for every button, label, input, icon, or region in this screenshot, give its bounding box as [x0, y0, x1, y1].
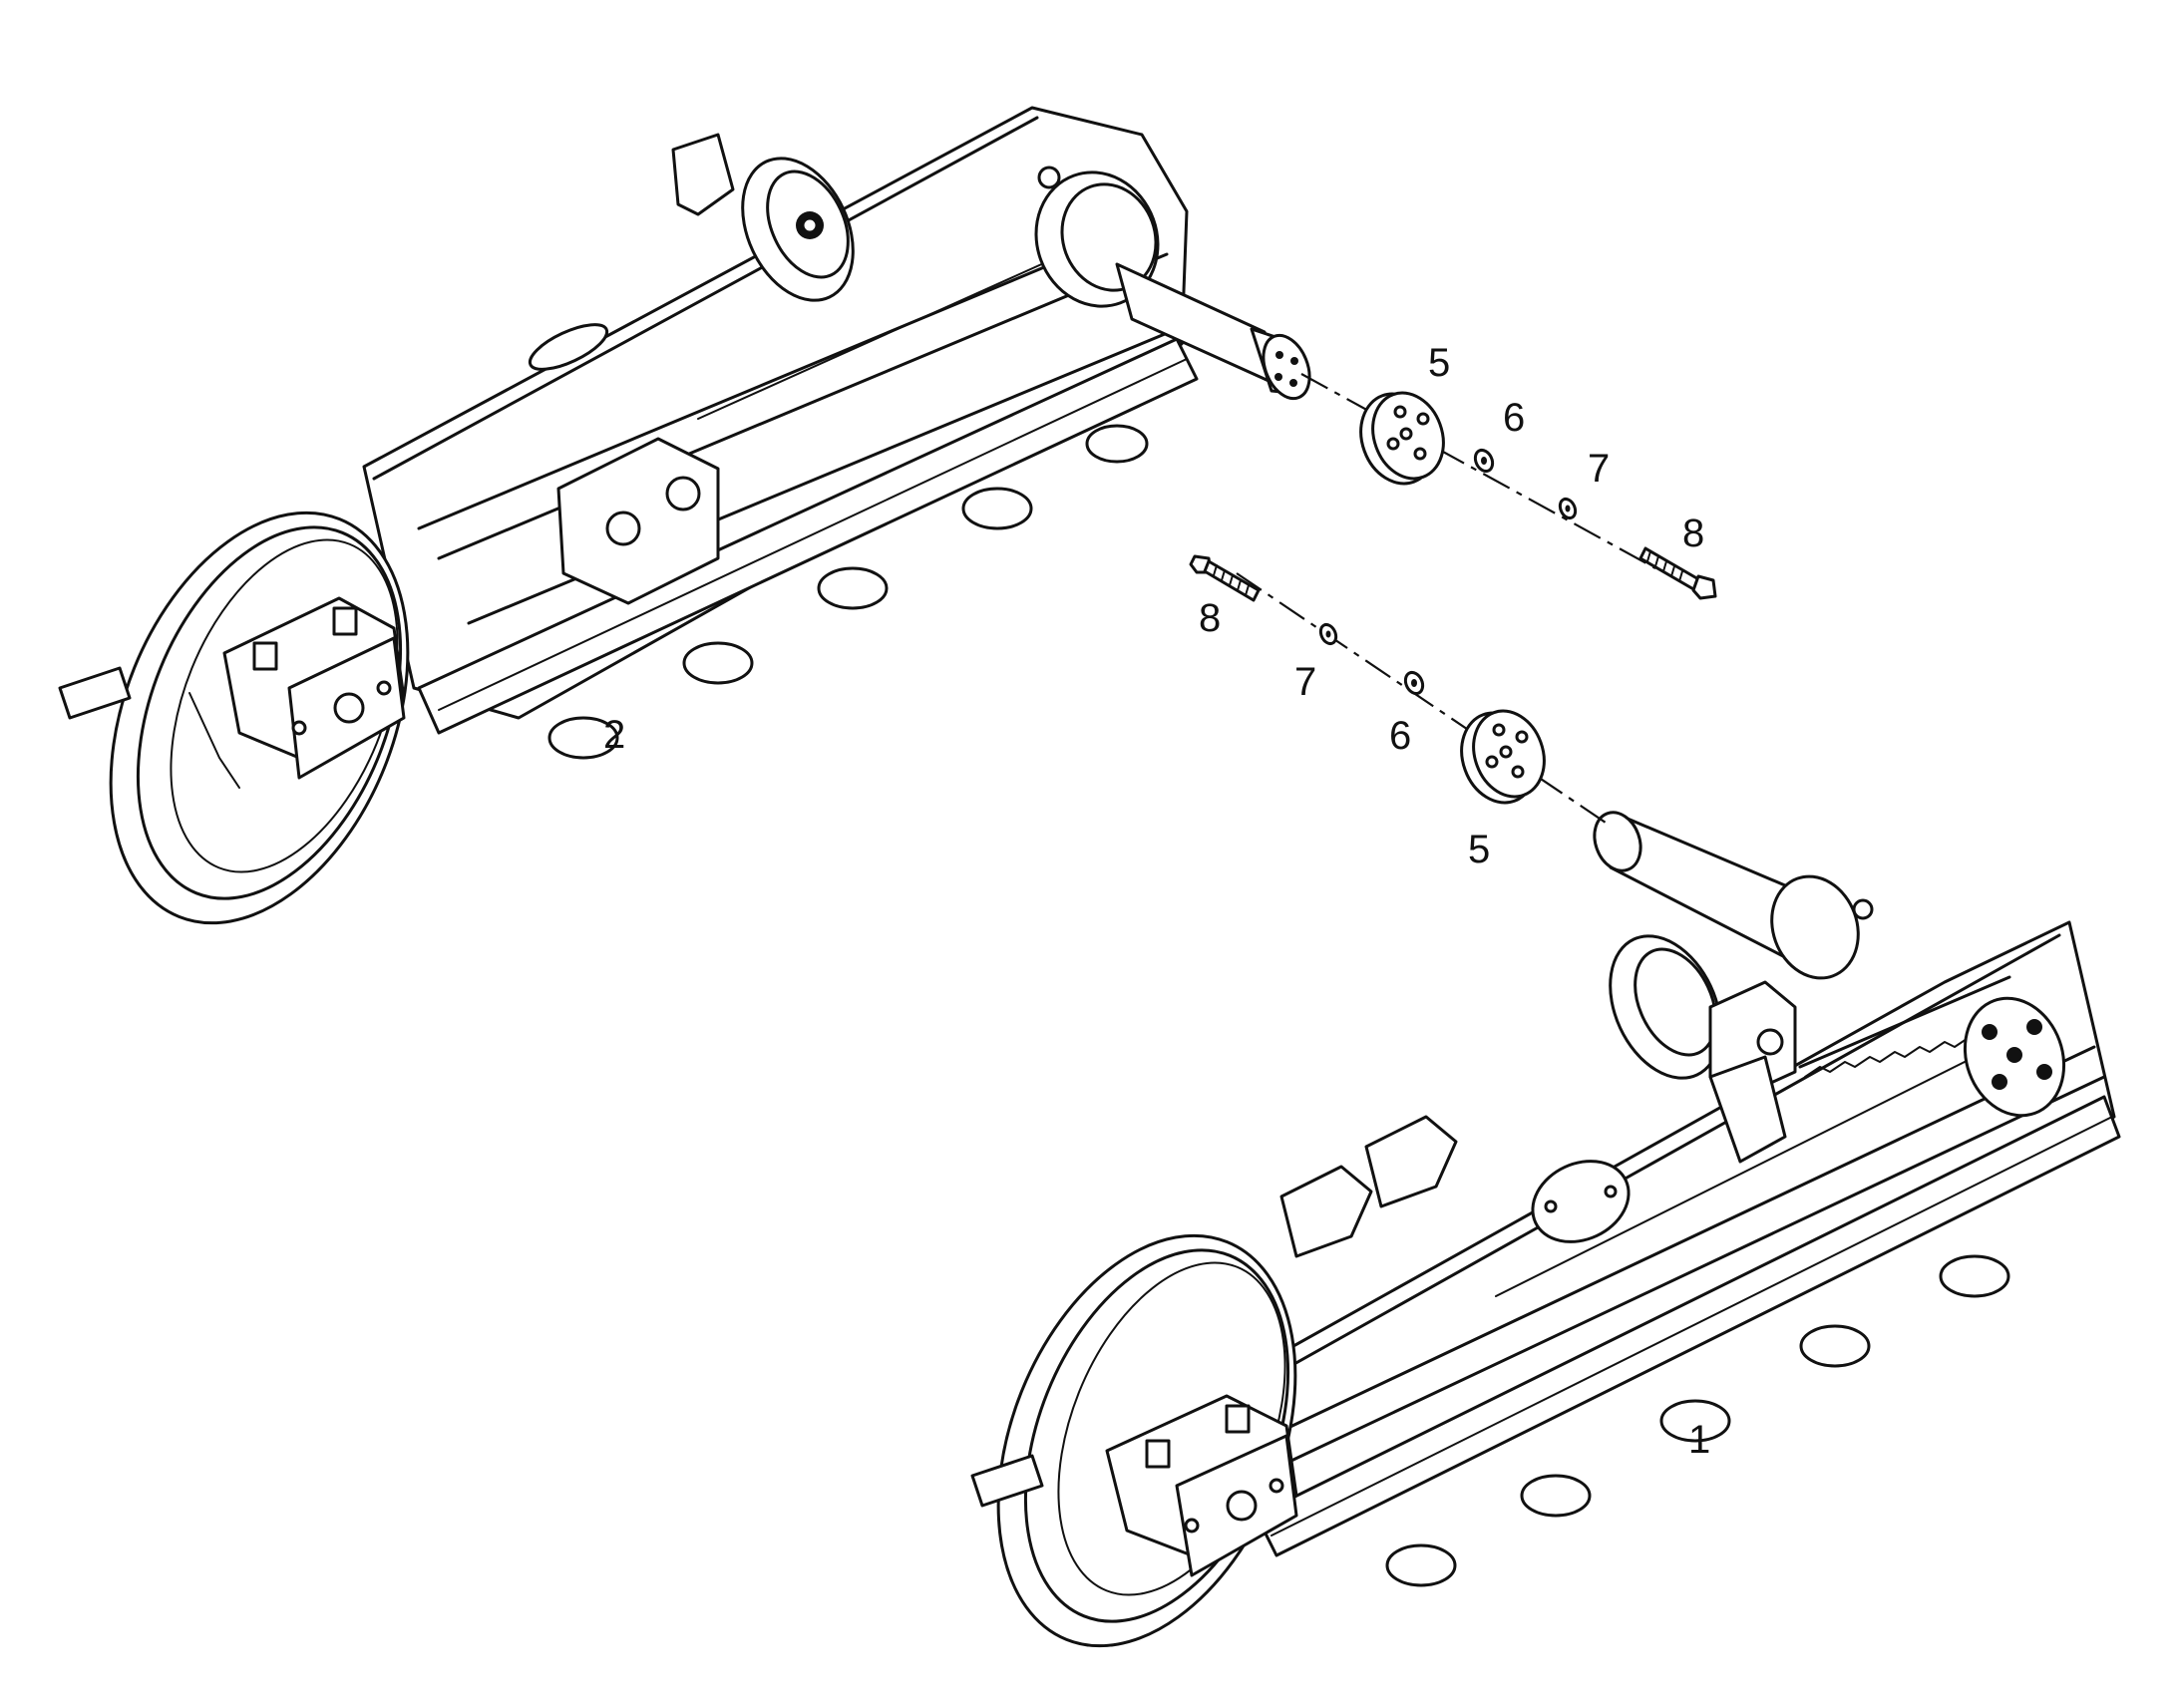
callout-8-upper: 8: [1682, 512, 1704, 555]
washer-icon: [1558, 497, 1578, 520]
callout-1-frame: 1: [1688, 1418, 1710, 1462]
track-frame-2-drawing: [58, 106, 1311, 925]
track-frame-1-drawing: [970, 811, 2121, 1648]
bolt-icon: [1638, 546, 1717, 600]
washer-icon: [1473, 448, 1495, 474]
callout-7-upper: 7: [1588, 447, 1610, 491]
callout-6-upper: 6: [1503, 396, 1525, 440]
callout-2-frame: 2: [603, 713, 625, 757]
callout-7-lower: 7: [1294, 660, 1316, 704]
axle-pin-icon: [1593, 811, 1874, 980]
callout-5-lower: 5: [1468, 828, 1490, 871]
axle-pin-icon: [1115, 262, 1311, 401]
bolt-icon: [1189, 554, 1261, 602]
callout-8-lower: 8: [1199, 596, 1221, 640]
callout-5-upper: 5: [1428, 341, 1450, 385]
washer-icon: [1318, 622, 1338, 646]
washer-icon: [1403, 670, 1425, 696]
end-plate-icon: [1460, 709, 1546, 805]
callout-6-lower: 6: [1389, 714, 1411, 758]
center-lines: [1236, 373, 1656, 824]
end-plate-icon: [1359, 391, 1445, 486]
